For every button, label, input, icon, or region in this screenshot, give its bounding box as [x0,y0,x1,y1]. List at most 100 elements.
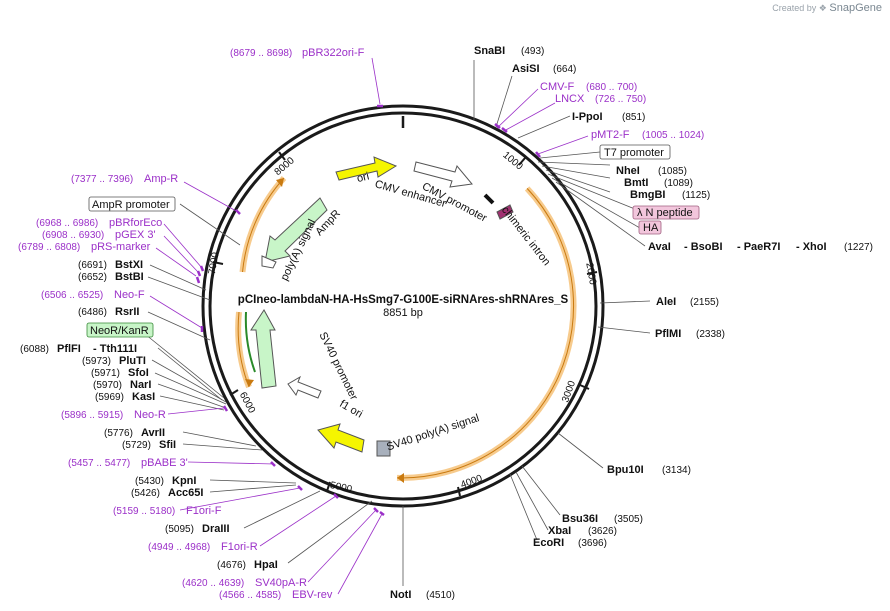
ampr-promoter-label: AmpR promoter [92,199,170,211]
site-bstxi[interactable]: BstXI [115,259,143,271]
site-bmti[interactable]: BmtI [624,177,648,189]
site-xhoi[interactable]: - XhoI [796,241,827,253]
site-bsu36i-pos: (3505) [614,514,643,525]
site-xhoi-pos: (1227) [844,242,873,253]
primer-pbr322ori-f[interactable]: pBR322ori-F [302,47,365,59]
site-ecori[interactable]: EcoRI [533,537,564,549]
site-draiii[interactable]: DraIII [202,523,230,535]
tick-label-4000: 4000 [459,473,484,491]
primer-pbr322ori-f-range: (8679 .. 8698) [230,48,292,59]
feature-label-sv40-promoter: SV40 promoter [316,330,359,402]
site-snabi[interactable]: SnaBI [474,45,505,57]
neor-kanr-box[interactable] [86,322,154,338]
primer-pbrforeco-range: (6968 .. 6986) [36,218,98,229]
t7-promoter-box[interactable] [599,144,671,160]
site-rsrii-pos: (6486) [78,307,107,318]
site-asisi-pos: (664) [553,64,576,75]
site-sfoi[interactable]: SfoI [128,367,149,379]
snapgene-icon: ❖ [818,3,827,13]
primer-ebv-rev[interactable]: EBV-rev [292,589,333,601]
intron-mark [483,193,495,205]
site-avai[interactable]: AvaI [648,241,671,253]
primer-pbabe3-range: (5457 .. 5477) [68,458,130,469]
site-asisi[interactable]: AsiSI [512,63,540,75]
primer-cmv-f[interactable]: CMV-F [540,81,575,93]
lambda-n-peptide-box[interactable] [632,205,700,220]
site-nhei-pos: (1085) [658,166,687,177]
site-xbai[interactable]: XbaI [548,525,571,537]
site-pflmi[interactable]: PflMI [655,328,681,340]
site-acc65i[interactable]: Acc65I [168,487,203,499]
primer-pmt2-f[interactable]: pMT2-F [591,129,630,141]
site-kpni[interactable]: KpnI [172,475,196,487]
ampr-promoter-box[interactable] [88,196,176,212]
ori-feature-arrow [335,156,398,181]
primer-prs-marker[interactable]: pRS-marker [91,241,151,253]
ha-tag-box[interactable] [638,220,662,235]
primer-f1ori-r[interactable]: F1ori-R [221,541,258,553]
site-sfii[interactable]: SfiI [159,439,176,451]
primer-neo-f[interactable]: Neo-F [114,289,145,301]
site-bsobi[interactable]: - BsoBI [684,241,723,253]
neor-feature-arrow [250,309,277,389]
site-nhei[interactable]: NheI [616,165,640,177]
site-pflmi-pos: (2338) [696,329,725,340]
primer-lncx-range: (726 .. 750) [595,94,646,105]
site-avrii-pos: (5776) [104,428,133,439]
primer-lncx[interactable]: LNCX [555,93,585,105]
site-bpu10i[interactable]: Bpu10I [607,464,644,476]
primer-pmt2-f-range: (1005 .. 1024) [642,130,704,141]
site-draiii-pos: (5095) [165,524,194,535]
primer-neo-f-range: (6506 .. 6525) [41,290,103,301]
tick-label-2000: 2000 [583,262,598,286]
sv40-polya-box [376,440,391,457]
site-nari[interactable]: NarI [130,379,151,391]
primer-prs-marker-range: (6789 .. 6808) [18,242,80,253]
site-i-ppoi[interactable]: I-PpoI [572,111,603,123]
site-paer7i[interactable]: - PaeR7I [737,241,780,253]
primer-ebv-rev-range: (4566 .. 4585) [219,590,281,601]
site-bmgbi-pos: (1125) [682,190,710,201]
primer-f1ori-f-range: (5159 .. 5180) [113,506,175,517]
site-bmgbi[interactable]: BmgBI [630,189,665,201]
ampr-orf-arc-line [242,177,285,273]
primer-amp-r[interactable]: Amp-R [144,173,178,185]
site-acc65i-pos: (5426) [131,488,160,499]
lambda-n-peptide-label: λ N peptide [637,207,693,219]
primer-markers [195,104,541,516]
plasmid-size: 8851 bp [383,307,423,319]
backbone-inner [208,111,598,501]
ampr-feature-arrow [264,197,328,263]
primer-pbrforeco[interactable]: pBRforEco [109,217,162,229]
site-alei[interactable]: AleI [656,296,676,308]
primer-pgex3[interactable]: pGEX 3' [115,229,156,241]
primer-f1ori-f[interactable]: F1ori-F [186,505,222,517]
lambda-n-box [496,204,514,220]
primer-neo-r[interactable]: Neo-R [134,409,166,421]
snapgene-logo: Created by ❖ SnapGene [772,2,882,14]
insert-orf-arc-line [396,188,575,479]
site-noti[interactable]: NotI [390,589,411,601]
site-bsu36i[interactable]: Bsu36I [562,513,598,525]
site-rsrii[interactable]: RsrII [115,306,139,318]
site-tth111i[interactable]: - Tth111I [93,343,137,355]
site-kasi[interactable]: KasI [132,391,155,403]
site-pflfi[interactable]: PflFI [57,343,81,355]
primer-cmv-f-range: (680 .. 700) [586,82,637,93]
site-hpai[interactable]: HpaI [254,559,278,571]
feature-label-f1-ori: f1 ori [337,398,364,421]
ampr-orf-arrowhead [276,178,284,187]
site-bstbi[interactable]: BstBI [115,271,144,283]
neor-orf-arrowhead [245,379,254,387]
primer-sv40pa-r[interactable]: SV40pA-R [255,577,307,589]
site-bstbi-pos: (6652) [78,272,107,283]
site-avrii[interactable]: AvrII [141,427,165,439]
site-bmti-pos: (1089) [664,178,693,189]
scale-ticks [212,151,598,497]
primer-pbabe3[interactable]: pBABE 3' [141,457,188,469]
site-pluti[interactable]: PluTI [119,355,146,367]
t7-promoter-label: T7 promoter [604,147,664,159]
primer-leader-lines [149,57,589,595]
neor-marker-arc [244,311,256,373]
